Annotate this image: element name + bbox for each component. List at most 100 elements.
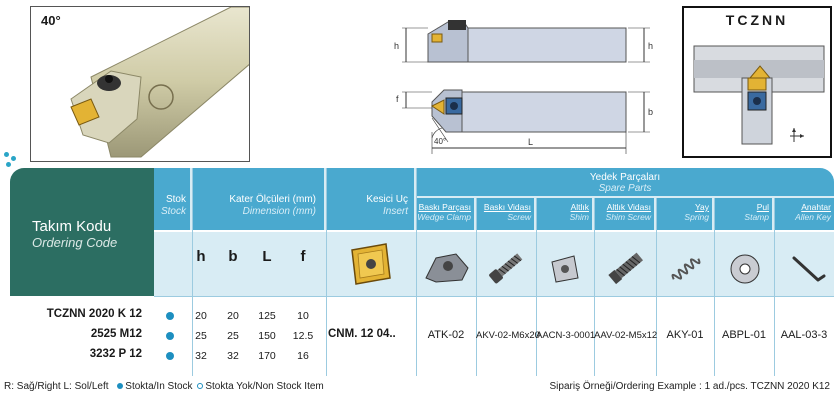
part-spring: AKY-01 — [666, 329, 704, 341]
takim-kodu-label: Takım Kodu — [32, 218, 112, 235]
screw-icon — [489, 253, 523, 284]
legend: R: Sağ/Right L: Sol/Left Stokta/In Stock… — [4, 381, 324, 392]
spare-col-label-en: Wedge Clamp — [417, 212, 471, 222]
spare-col-label-en: Allen Key — [795, 212, 831, 222]
divider — [416, 168, 417, 376]
cell-f: 10 — [297, 310, 309, 322]
cell-L: 150 — [258, 330, 276, 342]
divider — [326, 168, 327, 376]
dim-L-header: L — [262, 248, 272, 265]
cell-f: 12.5 — [292, 330, 314, 342]
legend-non-stock: Stokta Yok/Non Stock Item — [205, 381, 324, 392]
part-shim-screw: AAV-02-M5x12 — [594, 330, 658, 341]
spare-col-label: Anahtar — [801, 202, 831, 212]
product-table: Takım Kodu Ordering Code Stok Stock Kate… — [10, 168, 834, 376]
in-stock-dot — [166, 312, 174, 320]
takim-kodu-header: Takım Kodu Ordering Code — [10, 168, 154, 296]
table-row-code: 2525 M12 — [90, 328, 142, 340]
cell-h: 20 — [195, 310, 207, 322]
insert-header: Kesici Uç Insert — [326, 168, 414, 230]
shim-screw-icon — [608, 252, 644, 285]
spare-col-label: Baskı Vidası — [483, 202, 531, 212]
spare-parts-label-en: Spare Parts — [598, 183, 652, 194]
divider — [476, 198, 477, 376]
allen-key-icon — [792, 256, 826, 282]
spare-col-shim-screw: Altlık Vidası Shim Screw — [594, 198, 654, 230]
tool-holder-photo — [70, 7, 249, 158]
spare-col-screw: Baskı Vidası Screw — [476, 198, 534, 230]
part-wedge-clamp: ATK-02 — [427, 329, 465, 341]
wedge-clamp-icon — [425, 253, 469, 283]
part-allen-key: AAL-03-3 — [780, 329, 828, 341]
technical-drawing: h h f b L 40° — [388, 8, 668, 156]
divider — [656, 198, 657, 376]
stock-label-en: Stock — [160, 206, 186, 217]
table-row-code: TCZNN 2020 K 12 — [46, 308, 142, 320]
cell-b: 32 — [227, 350, 239, 362]
cell-b: 25 — [227, 330, 239, 342]
cell-L: 170 — [258, 350, 276, 362]
spare-col-label-en: Stamp — [744, 212, 769, 222]
legend-right-left: R: Sağ/Right L: Sol/Left — [4, 381, 109, 392]
ordering-code-label: Ordering Code — [32, 235, 118, 250]
product-photo: 40° — [30, 6, 250, 162]
cell-b: 20 — [227, 310, 239, 322]
tcznn-usage-diagram — [693, 45, 825, 145]
h-dimension-left: h — [394, 41, 399, 51]
dimension-header: Kater Ölçüleri (mm) Dimension (mm) — [192, 168, 324, 230]
table-row-code: 3232 P 12 — [89, 348, 142, 360]
spare-col-label: Pul — [756, 202, 769, 212]
L-dimension: L — [528, 137, 533, 147]
cell-f: 16 — [297, 350, 309, 362]
spring-icon — [671, 258, 701, 280]
spare-col-label-en: Shim Screw — [605, 212, 651, 222]
dim-f-header: f — [300, 248, 306, 265]
tcznn-title: TCZNN — [725, 12, 789, 28]
insert-code: CNM. 12 04.. — [328, 328, 396, 340]
spare-col-label-en: Spring — [684, 212, 709, 222]
in-stock-dot — [166, 352, 174, 360]
stock-label: Stok — [165, 194, 186, 205]
divider — [774, 198, 775, 376]
h-dimension-right: h — [648, 41, 653, 51]
spare-parts-header: Yedek Parçaları Spare Parts — [416, 168, 834, 196]
kesici-label: Kesici Uç — [366, 194, 408, 205]
dimension-label-en: Dimension (mm) — [242, 206, 316, 217]
legend-in-stock: Stokta/In Stock — [125, 381, 193, 392]
divider — [536, 198, 537, 376]
divider — [594, 198, 595, 376]
angle-label: 40° — [41, 13, 61, 28]
spare-col-label: Yay — [694, 202, 709, 212]
holder-dimension-drawing: h h f b L 40° — [394, 20, 653, 154]
spare-col-label: Altlık — [570, 202, 589, 212]
f-dimension: f — [396, 94, 399, 104]
part-stamp: ABPL-01 — [721, 329, 767, 341]
dimension-letters-row — [154, 232, 834, 296]
b-dimension: b — [648, 107, 653, 117]
tcznn-setup-diagram: TCZNN — [682, 6, 832, 158]
kater-label: Kater Ölçüleri (mm) — [229, 194, 316, 205]
ordering-example: Sipariş Örneği/Ordering Example : 1 ad./… — [549, 381, 831, 392]
dim-b-header: b — [228, 248, 238, 265]
spare-col-allen-key: Anahtar Allen Key — [774, 198, 834, 230]
yedek-label: Yedek Parçaları — [589, 172, 661, 183]
spare-col-stamp: Pul Stamp — [714, 198, 772, 230]
in-stock-dot — [166, 332, 174, 340]
spare-col-spring: Yay Spring — [656, 198, 712, 230]
divider — [192, 168, 193, 376]
washer-icon — [730, 254, 760, 284]
insert-icon — [351, 243, 391, 285]
spare-col-shim: Altlık Shim — [536, 198, 592, 230]
in-stock-legend-dot — [117, 383, 124, 390]
stock-header: Stok Stock — [154, 168, 190, 230]
part-shim: AACN-3-0001 — [536, 330, 596, 341]
divider — [154, 296, 834, 297]
spare-col-label: Altlık Vidası — [606, 202, 651, 212]
insert-label-en: Insert — [382, 206, 408, 217]
dim-h-header: h — [196, 248, 206, 265]
spare-col-label-en: Screw — [507, 212, 531, 222]
shim-icon — [551, 255, 579, 283]
cell-L: 125 — [258, 310, 276, 322]
angle-dimension: 40° — [434, 137, 446, 146]
non-stock-legend-dot — [197, 383, 204, 390]
